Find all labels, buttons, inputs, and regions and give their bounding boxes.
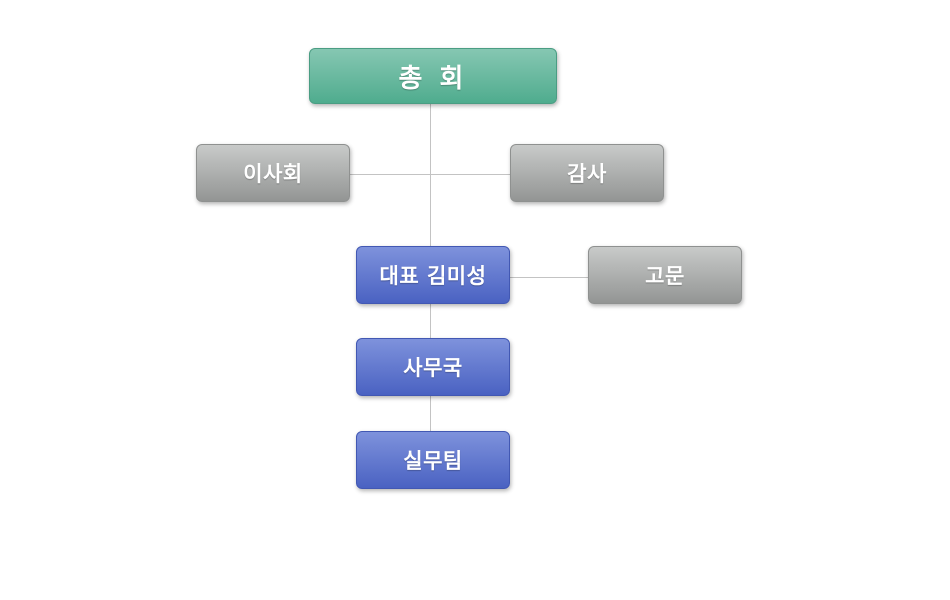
node-auditor: 감사 xyxy=(510,144,664,202)
node-general-assembly: 총 회 xyxy=(309,48,557,104)
connector-secretariat-team xyxy=(430,395,431,432)
node-working-team: 실무팀 xyxy=(356,431,510,489)
connector-ceo-advisor xyxy=(509,277,589,278)
node-ceo: 대표 김미성 xyxy=(356,246,510,304)
connector-board-auditor xyxy=(349,174,511,175)
connector-ceo-secretariat xyxy=(430,303,431,339)
node-secretariat: 사무국 xyxy=(356,338,510,396)
node-advisor: 고문 xyxy=(588,246,742,304)
node-board-of-directors: 이사회 xyxy=(196,144,350,202)
